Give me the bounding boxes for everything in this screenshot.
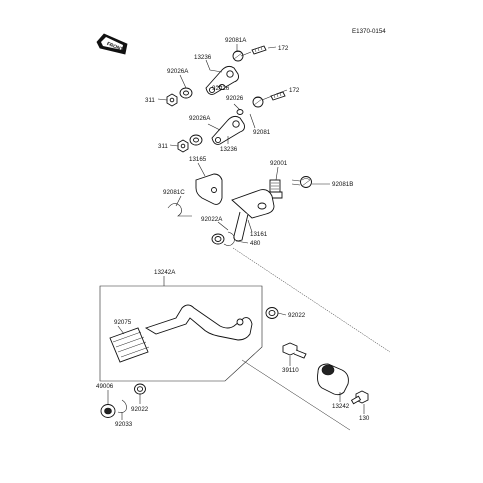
lever-13236-mid-part (211, 115, 245, 145)
leader-lines (107, 44, 365, 420)
label-13236-top: 13236 (194, 54, 212, 61)
label-92026-a: 92026 (212, 85, 230, 92)
label-39110: 39110 (282, 367, 299, 374)
label-92022a: 92022A (201, 216, 223, 223)
pedal-arm-13242a-part (144, 304, 253, 341)
nut-311-top-part (166, 93, 178, 107)
lever-13236-top-part (205, 65, 239, 95)
label-92001: 92001 (270, 160, 288, 167)
label-172-top: 172 (278, 45, 289, 52)
cap-49006-part (100, 404, 116, 418)
circlip-480-part (223, 231, 235, 246)
rubber-92075-part (109, 327, 150, 363)
collar-92026a-mid-part (189, 134, 203, 146)
label-480: 480 (250, 240, 261, 247)
label-13242: 13242 (332, 403, 350, 410)
spring-92081c-part (167, 203, 192, 217)
collar-92026a-top-part (179, 87, 193, 99)
label-92081b: 92081B (332, 181, 353, 188)
washer-92022-right-part (265, 307, 279, 319)
label-92075: 92075 (114, 319, 132, 326)
label-92033: 92033 (115, 421, 133, 428)
label-13161: 13161 (250, 231, 268, 238)
clamp-13242-part (317, 363, 349, 396)
spring-92081a-part (232, 50, 252, 62)
washer-92022a-part (211, 233, 225, 245)
label-172-mid: 172 (289, 87, 300, 94)
label-92026a-mid: 92026A (189, 115, 211, 122)
label-13242a: 13242A (154, 269, 176, 276)
front-arrow-icon: FRONT (96, 33, 128, 55)
pin-172-top-part (251, 45, 267, 55)
label-92081: 92081 (253, 129, 271, 136)
label-13165: 13165 (189, 156, 207, 163)
reference-code: E1370-0154 (352, 28, 386, 35)
pin-172-mid-part (270, 91, 286, 101)
nut-311-mid-part (177, 139, 189, 153)
arm-13165-part (195, 173, 223, 205)
washer-92022-left-part (134, 383, 146, 395)
label-92026a-top: 92026A (167, 68, 189, 75)
label-92081c: 92081C (163, 189, 185, 196)
bolt-130-part (350, 390, 369, 405)
label-130: 130 (359, 415, 370, 422)
label-311-mid: 311 (158, 143, 168, 150)
label-92022-left: 92022 (131, 406, 149, 413)
label-92022-right: 92022 (288, 312, 306, 319)
label-92026-b: 92026 (226, 95, 244, 102)
bolt-39110-part (282, 342, 307, 359)
clip-92033-part (117, 399, 127, 413)
assembly-13242a-outline (99, 285, 263, 382)
label-92081a: 92081A (225, 37, 247, 44)
label-49006: 49006 (96, 383, 114, 390)
label-311-top: 311 (145, 97, 155, 104)
label-13236-mid: 13236 (220, 146, 238, 153)
spring-92081-part (252, 95, 273, 108)
spring-92081b-part (291, 176, 312, 188)
collar-92026-b-part (236, 109, 244, 115)
